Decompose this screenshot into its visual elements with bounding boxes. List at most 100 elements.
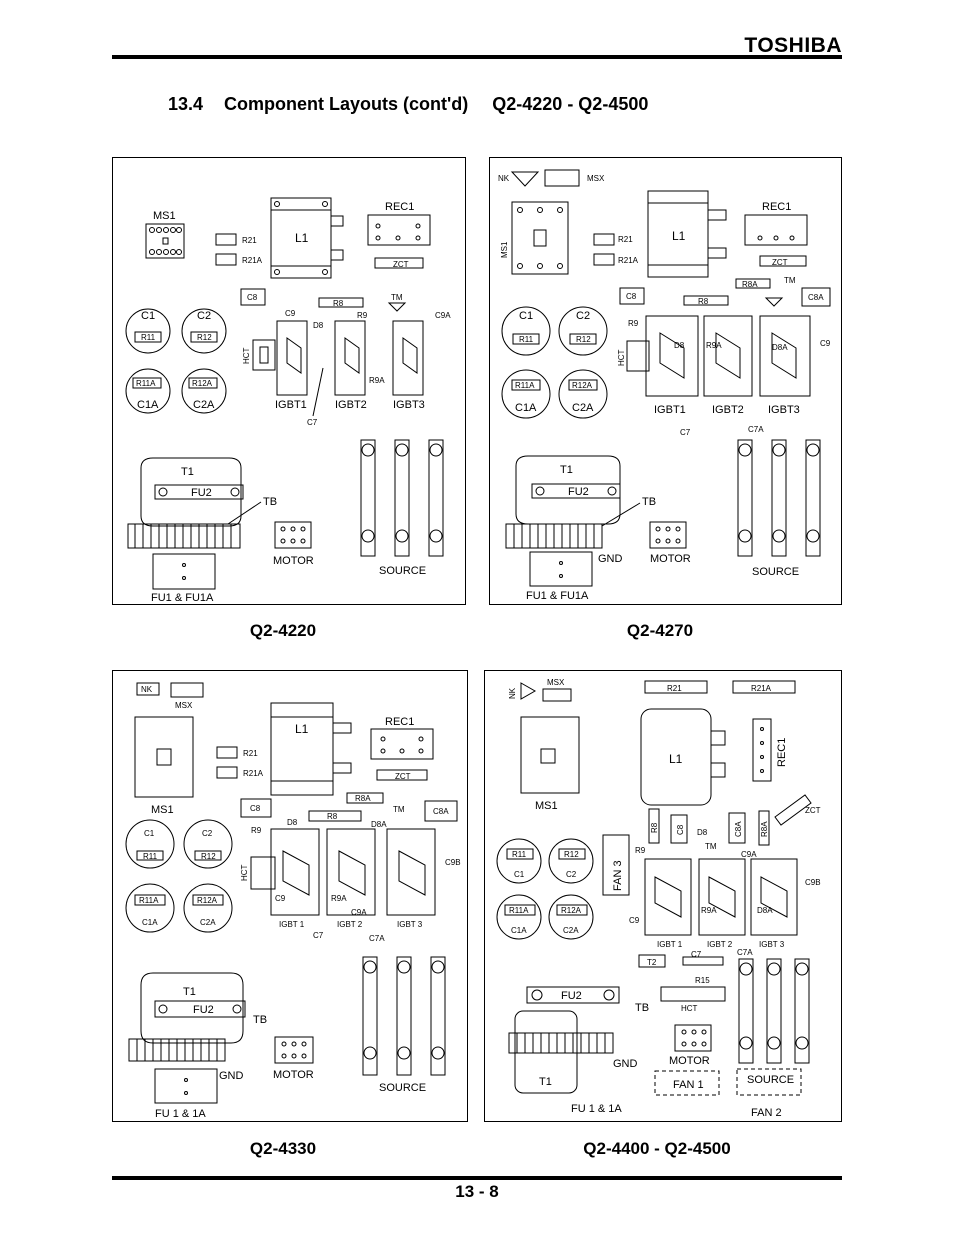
- label-nk: NK: [498, 174, 510, 183]
- caption-q2-4330: Q2-4330: [249, 1139, 317, 1158]
- label-hct: HCT: [242, 347, 251, 364]
- label-r11a: R11A: [136, 379, 156, 388]
- label-gnd: GND: [598, 553, 623, 565]
- label-c7: C7: [313, 931, 324, 940]
- fan3: [602, 834, 630, 896]
- r8-resistor: [308, 810, 362, 822]
- c8a-capacitor: [728, 812, 746, 844]
- label-c1a: C1A: [137, 399, 159, 411]
- c8-capacitor: [240, 288, 266, 306]
- t2-transformer: [638, 954, 666, 968]
- label-r9a: R9A: [706, 341, 722, 350]
- footer-rule: [112, 1176, 842, 1180]
- label-c7: C7: [307, 418, 318, 427]
- label-gnd: GND: [219, 1070, 244, 1082]
- r8a-resistor: [735, 278, 771, 289]
- caption-q2-4220: Q2-4220: [249, 621, 317, 640]
- nk-relay: [136, 682, 160, 696]
- igbt3-module: [750, 858, 798, 936]
- label-c9: C9: [820, 339, 831, 348]
- label-source: SOURCE: [379, 1082, 426, 1094]
- label-r8: R8: [327, 812, 338, 821]
- rec1-rectifier: [744, 214, 808, 246]
- rec1-rectifier: [752, 718, 772, 782]
- l1-inductor: [270, 197, 332, 279]
- label-c9b: C9B: [445, 858, 461, 867]
- label-t1: T1: [560, 464, 573, 476]
- label-nk: NK: [508, 687, 517, 699]
- r21a-resistor: [732, 680, 796, 694]
- zct-sensor: [374, 257, 424, 269]
- label-r11: R11: [141, 333, 156, 342]
- fu1-fuse-holder: [529, 551, 593, 587]
- t1-transformer: [514, 1010, 578, 1094]
- label-r21: R21: [618, 235, 633, 244]
- nk-relay: [510, 171, 540, 187]
- c1-capacitor: [125, 308, 171, 354]
- label-t1: T1: [539, 1076, 552, 1088]
- layout-panel-q2-4220: MS1 L1 R21 R21A REC1 ZCT C8 R8 TM C1 R11…: [112, 157, 466, 605]
- r15-resistor: [682, 956, 724, 966]
- hct-sensor: [252, 339, 276, 371]
- label-c8: C8: [250, 804, 261, 813]
- label-r21: R21: [243, 749, 258, 758]
- label-motor: MOTOR: [273, 1069, 314, 1081]
- label-r9a: R9A: [701, 906, 717, 915]
- igbt1-module: [644, 858, 692, 936]
- label-fu2: FU2: [191, 487, 212, 499]
- label-ms1: MS1: [500, 241, 509, 258]
- motor-terminal: [649, 521, 687, 549]
- label-c9a: C9A: [351, 908, 367, 917]
- layout-panel-q2-4400-q2-4500: NK MSX R21 R21A MS1 L1 REC1 ZCT R8 C8 D8…: [484, 670, 842, 1122]
- label-r8a: R8A: [742, 280, 758, 289]
- r21a-resistor: [593, 253, 615, 266]
- label-rec1: REC1: [385, 201, 414, 213]
- c2-capacitor: [548, 838, 594, 884]
- c8a-capacitor: [801, 287, 831, 307]
- label-tm: TM: [705, 842, 717, 851]
- label-source: SOURCE: [752, 566, 799, 578]
- label-r12a: R12A: [192, 379, 213, 388]
- label-d8a: D8A: [772, 343, 788, 352]
- label-c8a: C8A: [808, 293, 824, 302]
- caption-q2-4400-q2-4500: Q2-4400 - Q2-4500: [583, 1139, 731, 1158]
- layout-panel-q2-4330: NK MSX MS1 L1 R21 R21A REC1 ZCT C8 R8A R…: [112, 670, 468, 1122]
- label-rec1: REC1: [762, 201, 791, 213]
- label-r21a: R21A: [242, 256, 263, 265]
- ms1-contactor: [145, 223, 185, 259]
- label-r9a: R9A: [331, 894, 347, 903]
- ms1-terminals: [149, 227, 182, 255]
- label-r8a: R8A: [760, 821, 769, 837]
- c2a-capacitor: [181, 368, 227, 414]
- label-r8: R8: [333, 299, 344, 308]
- label-igbt3: IGBT3: [393, 399, 425, 411]
- label-msx: MSX: [175, 701, 193, 710]
- label-ms1: MS1: [151, 804, 174, 816]
- c2a-capacitor: [558, 369, 608, 419]
- label-igbt1: IGBT 1: [657, 940, 683, 949]
- c8-capacitor: [240, 798, 272, 818]
- label-c1: C1: [141, 310, 155, 322]
- label-igbt3: IGBT 3: [759, 940, 785, 949]
- label-r11: R11: [143, 852, 158, 861]
- label-igbt1: IGBT1: [654, 404, 686, 416]
- label-zct: ZCT: [772, 258, 788, 267]
- c8a-capacitor: [424, 800, 458, 822]
- label-r12a: R12A: [197, 896, 218, 905]
- nk-relay: [520, 682, 537, 700]
- label-r9: R9: [251, 826, 262, 835]
- label-fu2: FU2: [568, 486, 589, 498]
- label-r12: R12: [564, 850, 579, 859]
- c2a-capacitor: [548, 894, 594, 940]
- source-bus-bars: [737, 439, 821, 557]
- label-d8: D8: [287, 818, 298, 827]
- hct-sensor: [250, 856, 276, 890]
- label-tb: TB: [635, 1002, 649, 1014]
- igbt3-module: [392, 320, 424, 396]
- r8-resistor: [318, 297, 364, 308]
- label-c1: C1: [144, 829, 155, 838]
- label-igbt1: IGBT1: [275, 399, 307, 411]
- hct-sensor: [626, 340, 650, 372]
- r8a-resistor: [758, 810, 770, 846]
- label-motor: MOTOR: [650, 553, 691, 565]
